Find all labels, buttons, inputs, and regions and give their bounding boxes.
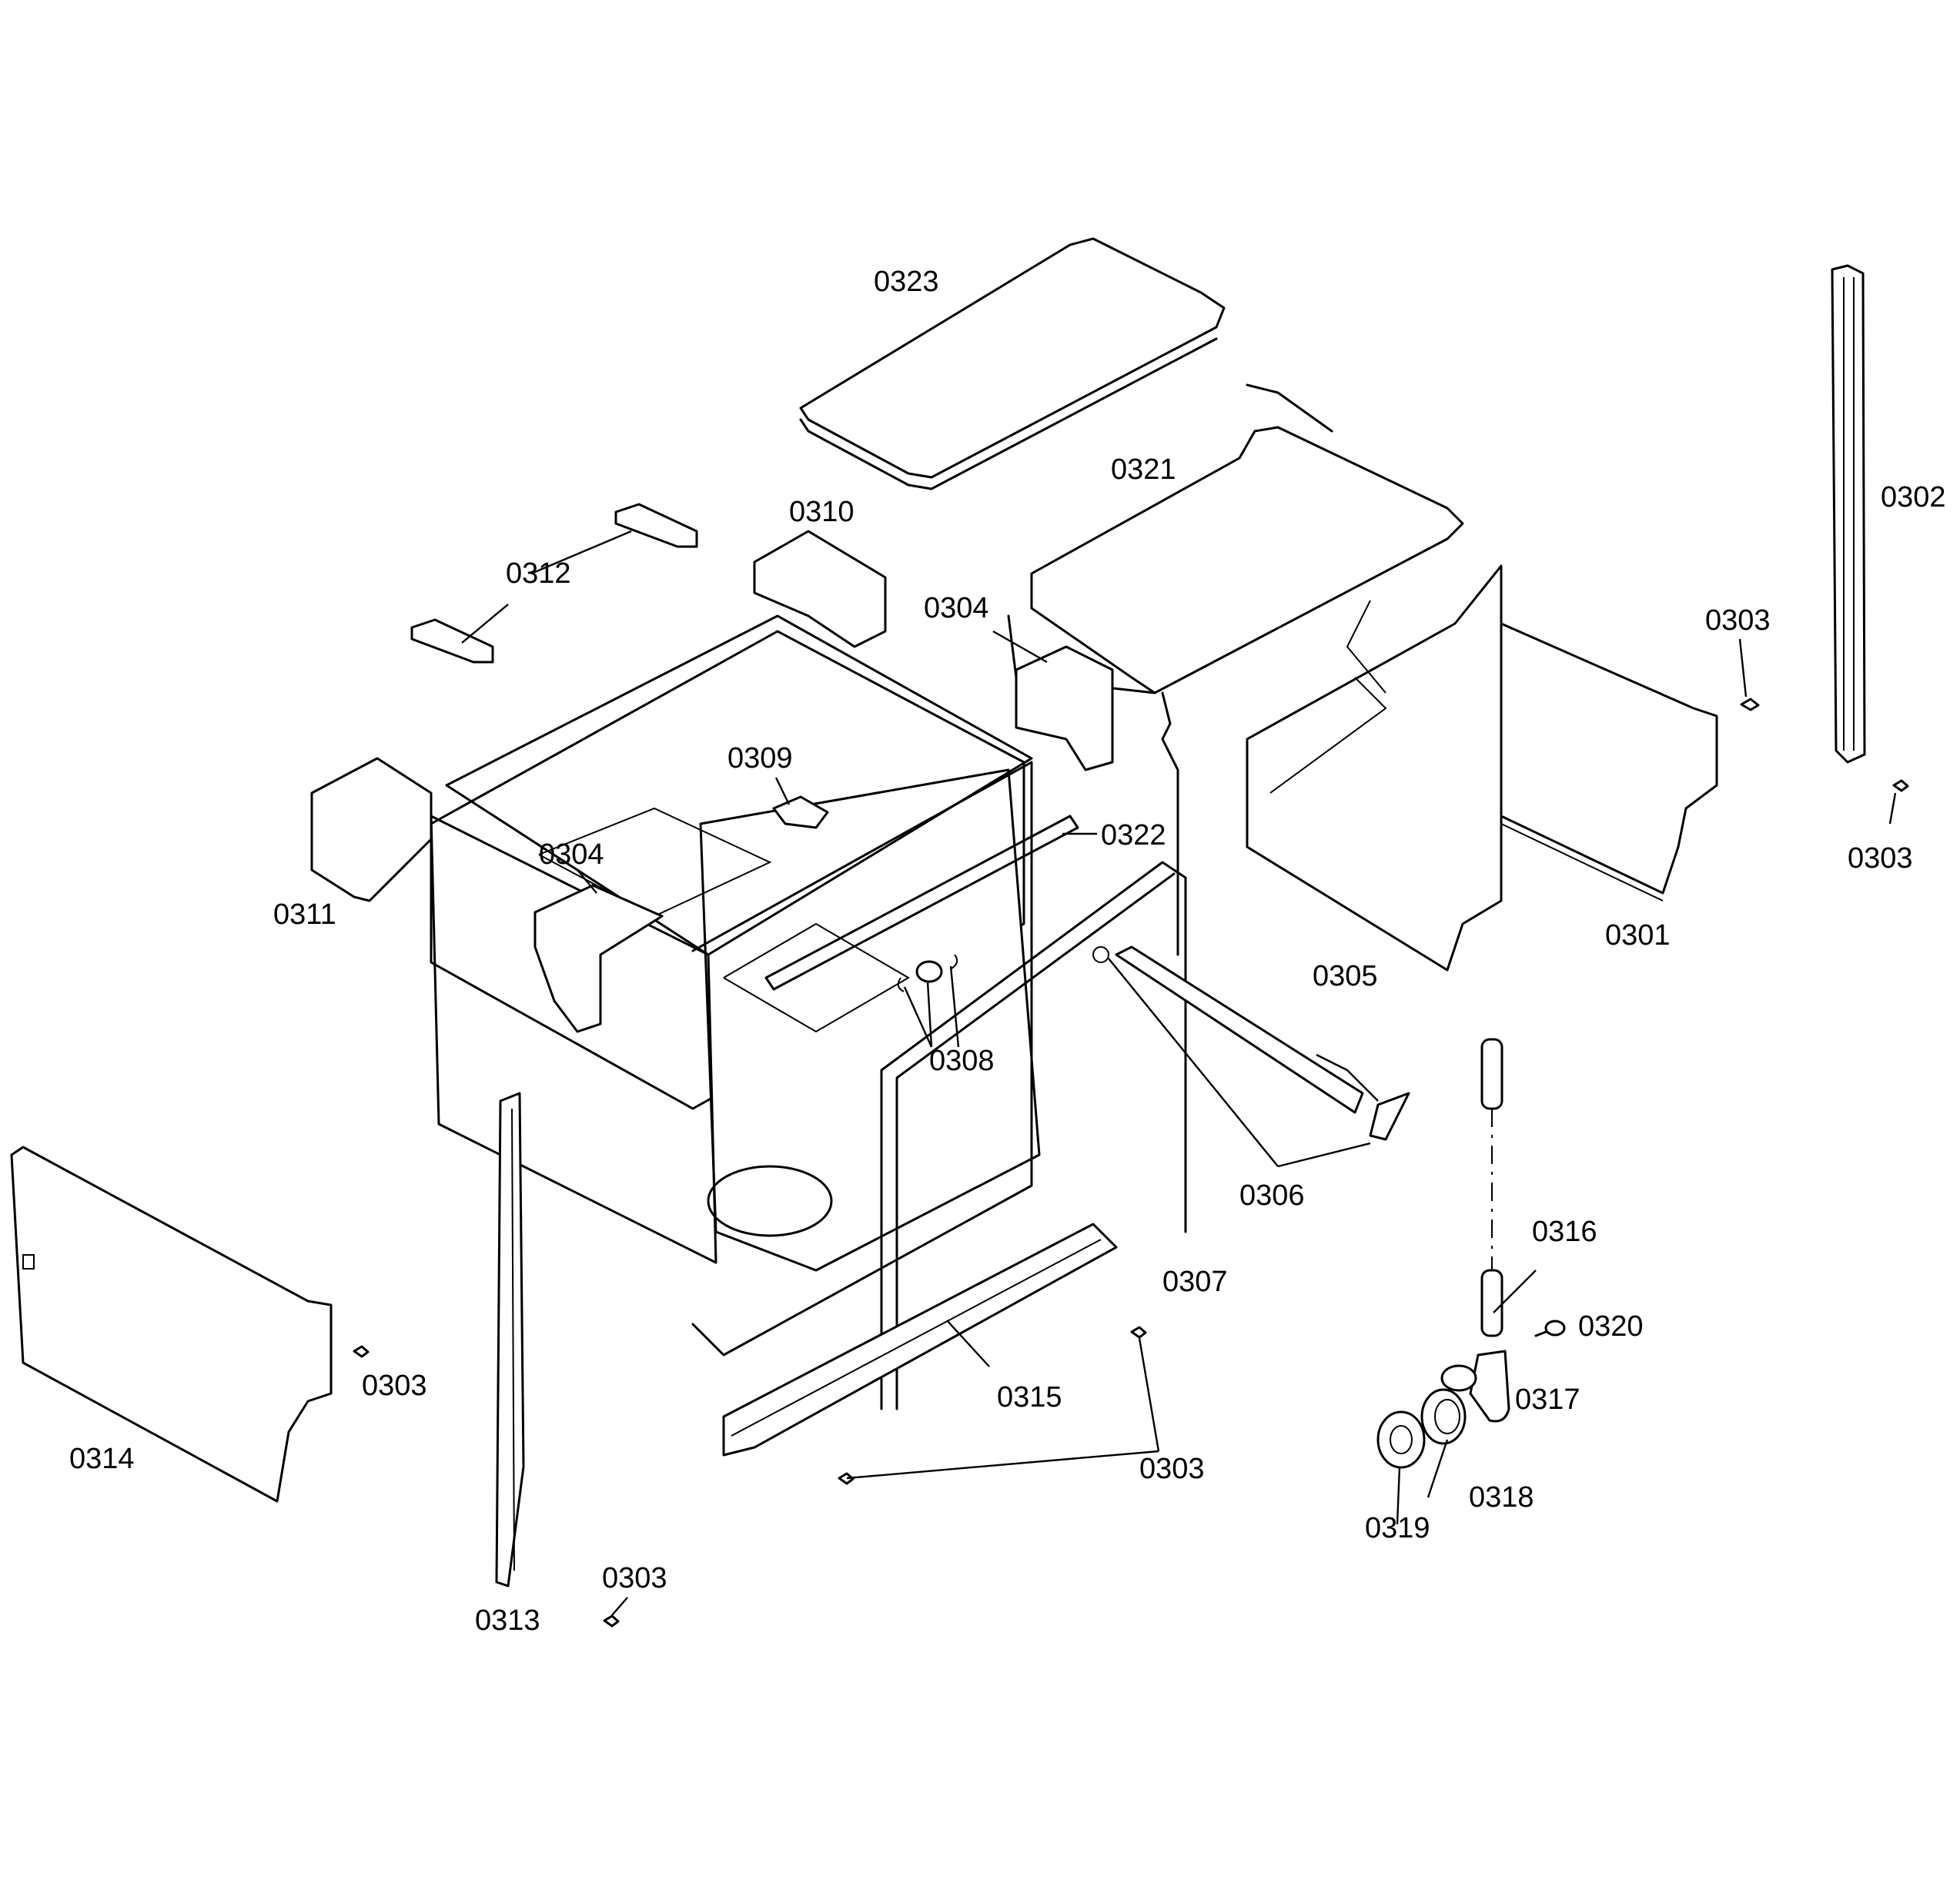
part-0304-lower-mount	[533, 884, 664, 1033]
label-0303-b: 0303	[1848, 842, 1913, 875]
part-0317-elbow	[1440, 1350, 1510, 1423]
label-0316: 0316	[1532, 1216, 1597, 1248]
part-0303-screws	[353, 698, 1909, 1628]
label-0301: 0301	[1605, 919, 1671, 952]
label-0320: 0320	[1578, 1310, 1644, 1343]
part-0315-toe-strip	[722, 1223, 1118, 1457]
part-0302-vertical-rail	[1831, 264, 1866, 764]
label-0322: 0322	[1101, 819, 1166, 851]
label-0311: 0311	[273, 898, 336, 931]
label-0305: 0305	[1313, 960, 1378, 992]
label-0303-e: 0303	[602, 1562, 667, 1594]
part-0323-top-panel	[799, 237, 1226, 490]
label-0304-lower: 0304	[539, 838, 604, 871]
label-0313: 0313	[475, 1604, 540, 1637]
label-0309: 0309	[727, 742, 793, 775]
label-0303-a: 0303	[1705, 604, 1771, 637]
label-0303-d: 0303	[1139, 1453, 1205, 1485]
part-0318-ring	[1420, 1388, 1467, 1445]
part-0314-kick-panel	[10, 1146, 333, 1503]
part-0313-side-strip	[495, 1092, 525, 1588]
part-0316-hose	[1480, 1038, 1503, 1337]
part-0305-rod	[1092, 945, 1410, 1141]
part-0311-bracket	[310, 757, 433, 902]
part-0321-side-panel	[1007, 383, 1503, 972]
label-0307: 0307	[1162, 1266, 1228, 1298]
part-0312-clips	[410, 503, 698, 664]
part-0320-screw	[1534, 1320, 1566, 1337]
label-0308: 0308	[929, 1045, 995, 1077]
label-0319: 0319	[1365, 1512, 1430, 1544]
part-0308-washers	[897, 954, 958, 992]
part-0304-upper-mount	[1015, 645, 1114, 771]
label-0310: 0310	[789, 496, 855, 528]
part-0301-rear-panel	[1500, 622, 1718, 902]
label-0318: 0318	[1469, 1481, 1534, 1514]
label-0303-c: 0303	[362, 1370, 427, 1402]
part-0309-latch	[772, 795, 829, 829]
label-0315: 0315	[997, 1381, 1062, 1414]
part-0322-seal-bar	[764, 815, 1079, 991]
label-0312: 0312	[506, 557, 571, 590]
label-0302: 0302	[1881, 481, 1946, 514]
label-0321: 0321	[1111, 453, 1176, 486]
leader-lines	[461, 530, 1897, 1616]
label-0304-upper: 0304	[924, 592, 989, 624]
part-0319-cap	[1376, 1410, 1426, 1469]
part-0310-bracket	[753, 530, 887, 648]
label-0323: 0323	[874, 266, 939, 298]
label-0306: 0306	[1239, 1179, 1305, 1212]
label-0314: 0314	[69, 1443, 135, 1475]
label-0317: 0317	[1515, 1383, 1580, 1416]
